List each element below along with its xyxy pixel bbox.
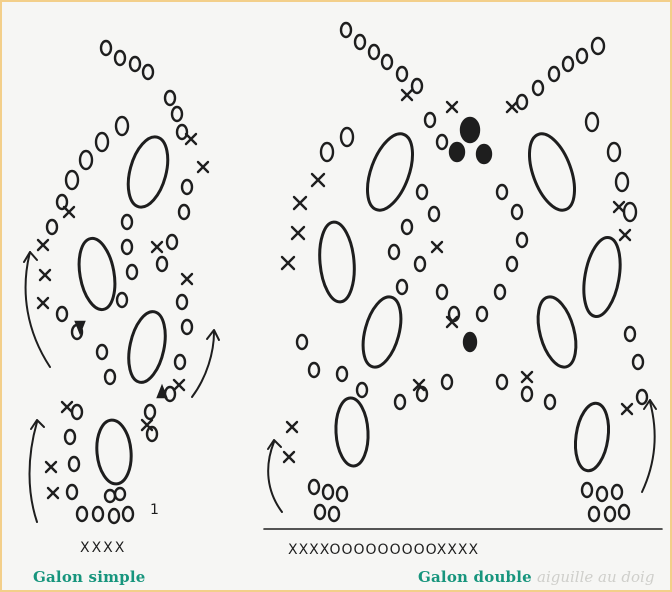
- galon-double-pattern: [264, 23, 662, 529]
- bottom-stitch-row: XXXXOOOOOOOOOXXXX: [288, 542, 479, 558]
- step-number-label: 1: [150, 502, 159, 518]
- caption-galon-double: Galon double: [418, 568, 532, 586]
- left-bottom-stitches: XXXX: [80, 540, 126, 556]
- faint-background-text: aiguille au doig: [537, 568, 654, 586]
- galon-simple-pattern: [24, 41, 219, 523]
- caption-galon-simple: Galon simple: [33, 568, 146, 586]
